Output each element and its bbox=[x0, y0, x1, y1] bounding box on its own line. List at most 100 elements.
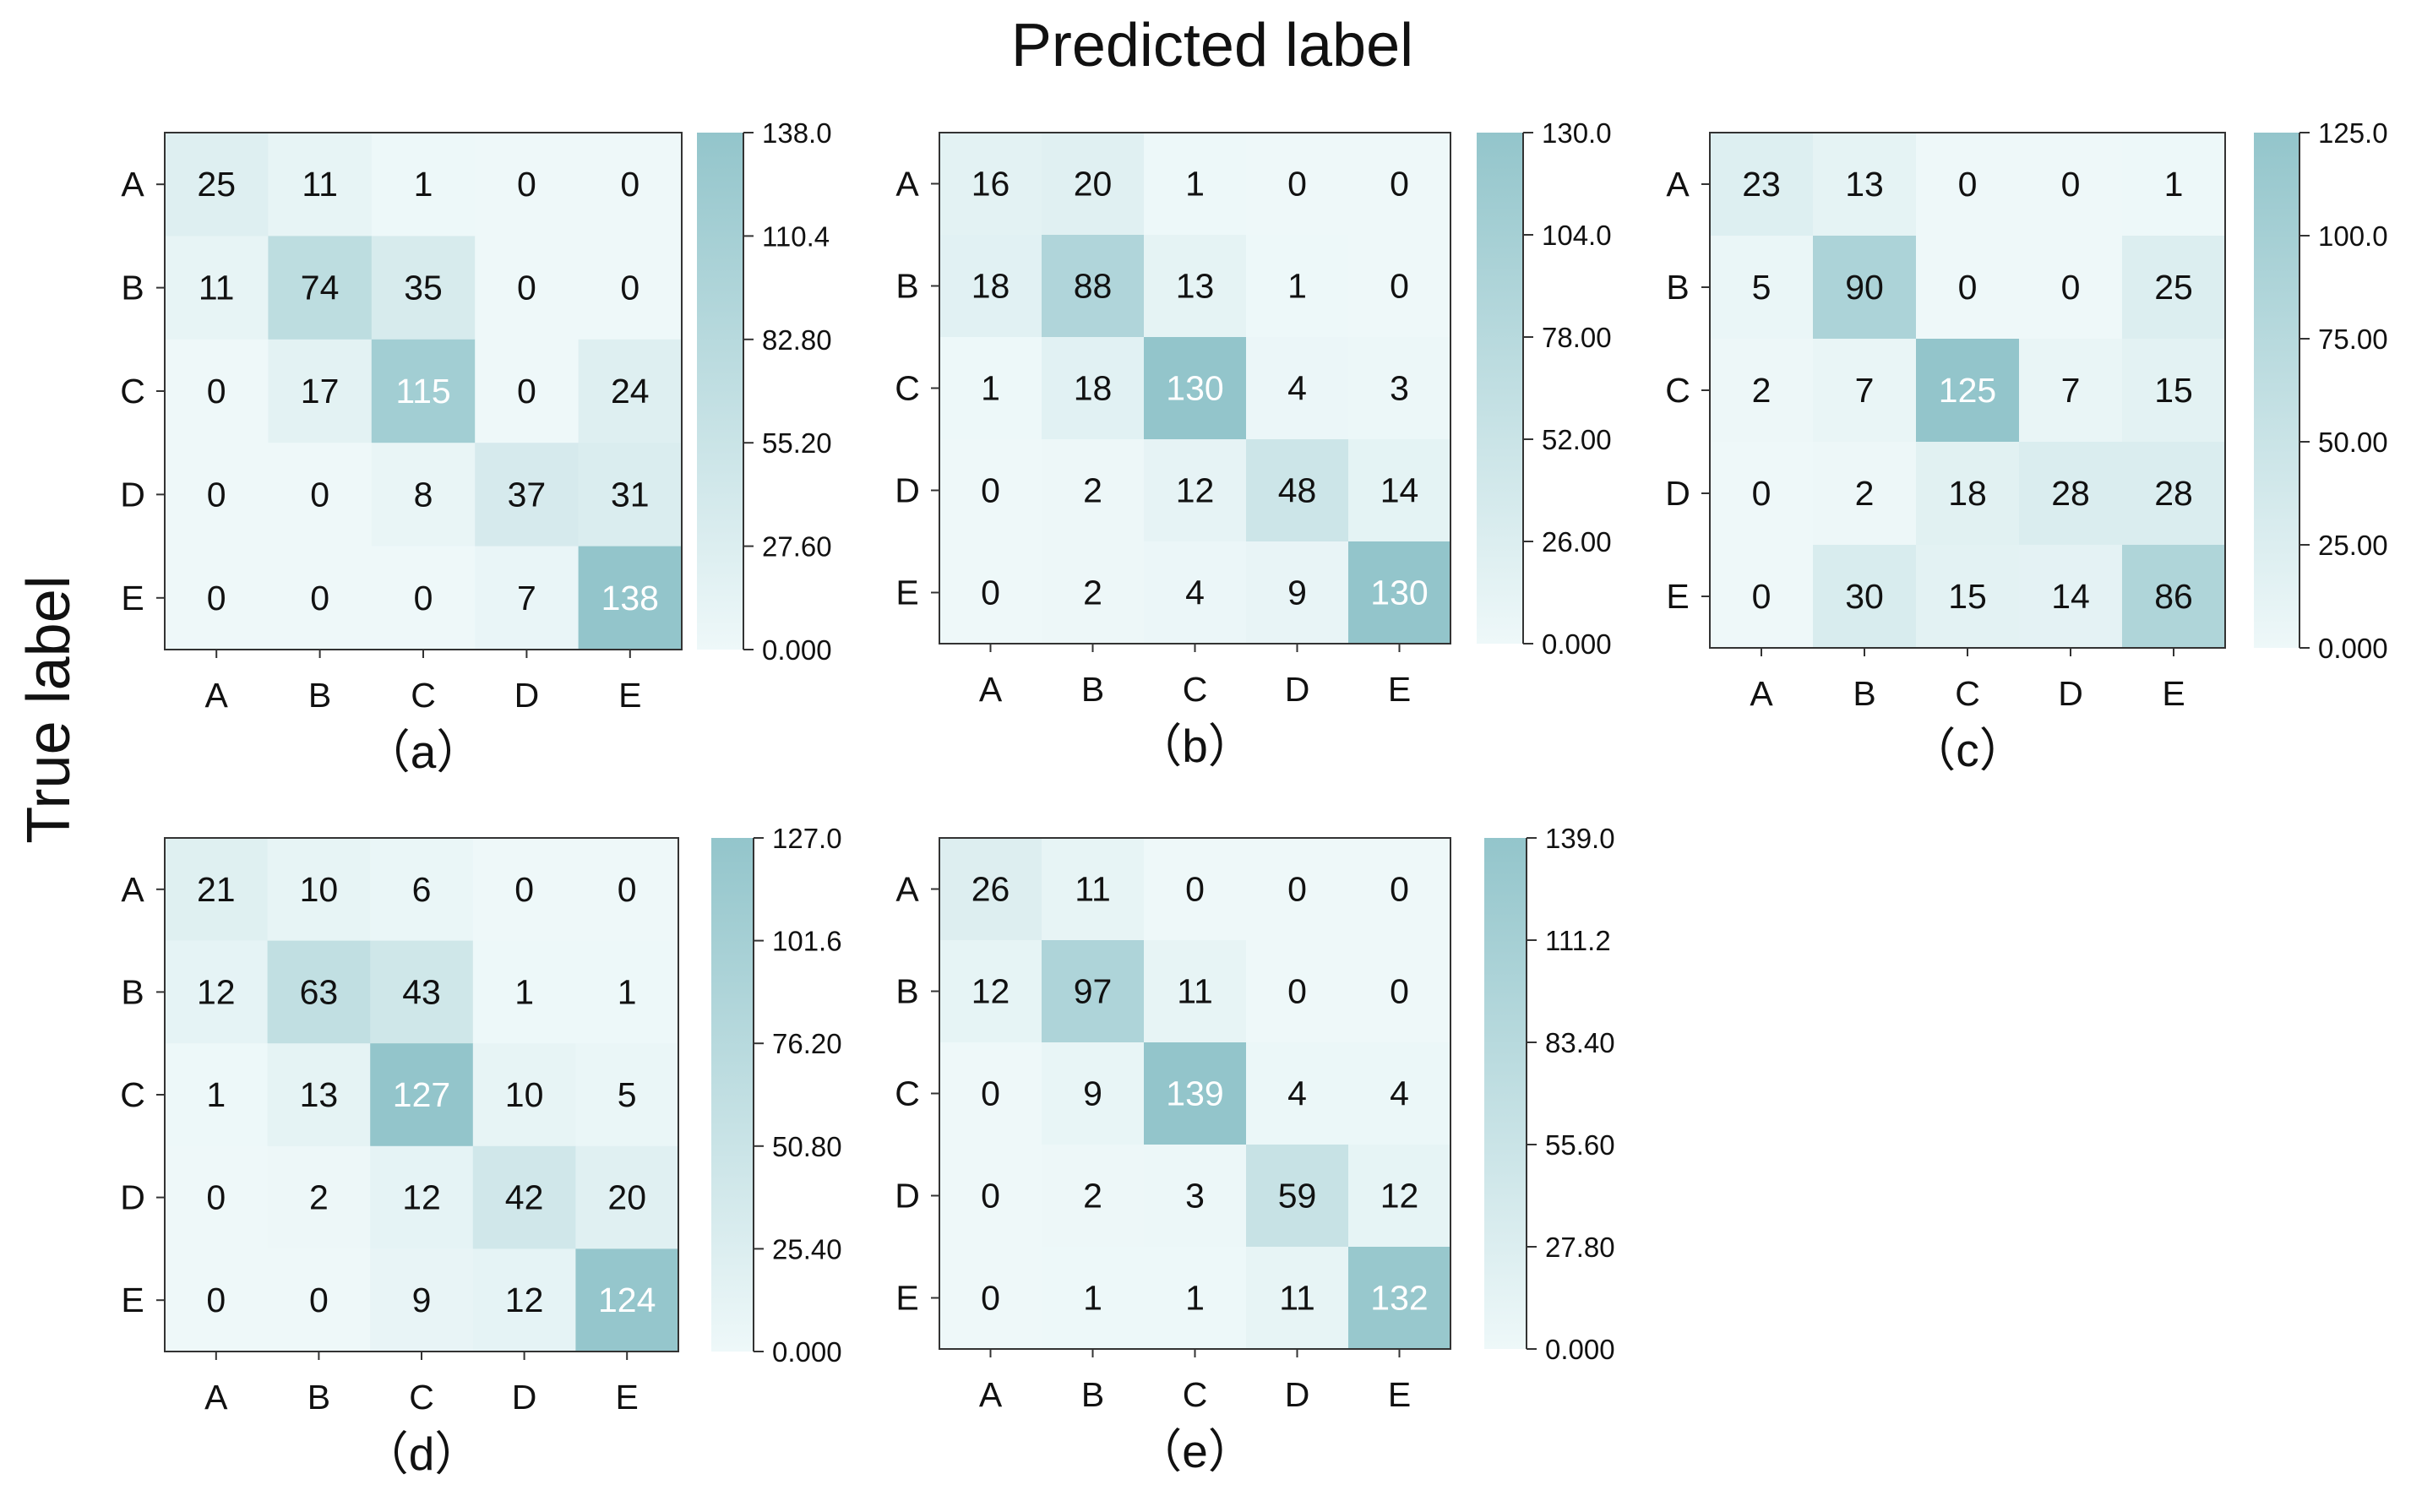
heatmap-cell bbox=[1348, 541, 1451, 645]
panel-label: （b） bbox=[1135, 720, 1254, 772]
x-tick-label: C bbox=[1183, 670, 1208, 709]
y-tick-label: A bbox=[895, 165, 919, 204]
cell-value-label: 0 bbox=[1287, 972, 1307, 1011]
heatmap-cell bbox=[1348, 1145, 1451, 1248]
heatmap-cell bbox=[475, 339, 580, 443]
cell-value-label: 18 bbox=[1948, 474, 1987, 513]
heatmap-cell bbox=[268, 133, 373, 237]
cell-value-label: 0 bbox=[310, 579, 329, 617]
heatmap-cell bbox=[2019, 545, 2123, 649]
cell-value-label: 7 bbox=[517, 579, 536, 617]
cell-value-label: 13 bbox=[1845, 165, 1884, 204]
x-tick-label: D bbox=[2058, 674, 2083, 713]
heatmap-cell bbox=[268, 339, 373, 443]
colorbar-tick-label: 127.0 bbox=[772, 823, 842, 854]
cell-value-label: 30 bbox=[1845, 577, 1884, 616]
heatmap-cell bbox=[1042, 337, 1145, 440]
y-tick-label: C bbox=[1665, 371, 1690, 410]
cell-value-label: 0 bbox=[207, 579, 226, 617]
colorbar bbox=[697, 133, 743, 650]
cell-value-label: 12 bbox=[402, 1178, 441, 1217]
x-tick-label: E bbox=[1388, 670, 1411, 709]
heatmap-cell bbox=[1042, 1247, 1145, 1350]
cell-value-label: 10 bbox=[300, 870, 339, 909]
y-tick-label: D bbox=[120, 1178, 145, 1217]
cell-value-label: 132 bbox=[1370, 1279, 1428, 1318]
cell-value-label: 0 bbox=[1390, 972, 1409, 1011]
cell-value-label: 63 bbox=[300, 972, 339, 1011]
cell-value-label: 0 bbox=[206, 1281, 226, 1319]
colorbar-tick-label: 138.0 bbox=[762, 117, 832, 149]
cell-value-label: 24 bbox=[611, 372, 650, 411]
cell-value-label: 11 bbox=[1279, 1279, 1315, 1318]
cell-value-label: 124 bbox=[598, 1281, 656, 1319]
colorbar-tick-label: 27.60 bbox=[762, 531, 832, 563]
cell-value-label: 37 bbox=[508, 475, 547, 514]
heatmap-cell bbox=[1813, 236, 1917, 340]
heatmap-cell bbox=[165, 443, 269, 547]
cell-value-label: 17 bbox=[301, 372, 340, 411]
cell-value-label: 0 bbox=[310, 475, 329, 514]
cell-value-label: 127 bbox=[393, 1075, 450, 1114]
colorbar-tick-label: 110.4 bbox=[762, 220, 830, 252]
cell-value-label: 1 bbox=[414, 165, 433, 204]
cell-value-label: 115 bbox=[395, 372, 450, 411]
cell-value-label: 0 bbox=[309, 1281, 329, 1319]
colorbar-tick-label: 100.0 bbox=[2318, 220, 2388, 252]
x-tick-label: E bbox=[2162, 674, 2185, 713]
cell-value-label: 4 bbox=[1287, 1074, 1307, 1113]
heatmap-cell bbox=[267, 940, 371, 1044]
cell-value-label: 0 bbox=[981, 574, 1000, 612]
heatmap-cell bbox=[1246, 1247, 1349, 1350]
heatmap-cell bbox=[267, 838, 371, 942]
cell-value-label: 11 bbox=[302, 165, 338, 204]
heatmap-cell bbox=[1246, 1145, 1349, 1248]
heatmap-cell bbox=[1042, 838, 1145, 941]
y-tick-label: B bbox=[121, 972, 144, 1011]
cell-value-label: 13 bbox=[300, 1075, 339, 1114]
cell-value-label: 9 bbox=[1083, 1074, 1102, 1113]
y-tick-label: E bbox=[121, 1281, 144, 1319]
cell-value-label: 3 bbox=[1185, 1177, 1205, 1216]
cell-value-label: 0 bbox=[1752, 577, 1772, 616]
heatmap-cell bbox=[165, 1248, 269, 1352]
panel-label: （d） bbox=[362, 1428, 482, 1480]
cell-value-label: 4 bbox=[1390, 1074, 1409, 1113]
heatmap-cell bbox=[1246, 838, 1349, 941]
y-tick-label: D bbox=[120, 475, 145, 514]
cell-value-label: 0 bbox=[517, 165, 536, 204]
heatmap-cell bbox=[371, 236, 476, 340]
colorbar-tick-label: 55.60 bbox=[1545, 1129, 1615, 1161]
heatmap-cell bbox=[165, 546, 269, 650]
heatmap-cell bbox=[939, 940, 1042, 1043]
heatmap-cell bbox=[1144, 1042, 1247, 1145]
colorbar-tick-label: 0.000 bbox=[772, 1336, 842, 1368]
heatmap-cell bbox=[370, 1043, 474, 1147]
cell-value-label: 0 bbox=[2061, 165, 2081, 204]
heatmap-cell bbox=[268, 546, 373, 650]
heatmap-cell bbox=[578, 339, 683, 443]
cell-value-label: 6 bbox=[412, 870, 432, 909]
cell-value-label: 7 bbox=[2061, 371, 2081, 410]
colorbar-tick-label: 0.000 bbox=[2318, 633, 2388, 664]
colorbar-tick-label: 55.20 bbox=[762, 427, 832, 459]
colorbar-tick-label: 75.00 bbox=[2318, 324, 2388, 355]
heatmap-cell bbox=[1813, 442, 1917, 546]
cell-value-label: 18 bbox=[1074, 369, 1113, 408]
colorbar-tick-label: 78.00 bbox=[1542, 322, 1612, 353]
heatmap-cell bbox=[165, 1043, 269, 1147]
x-tick-label: A bbox=[1750, 674, 1773, 713]
cell-value-label: 4 bbox=[1185, 574, 1205, 612]
cell-value-label: 35 bbox=[404, 269, 443, 307]
heatmap-cell bbox=[1916, 442, 2020, 546]
heatmap-cell bbox=[939, 235, 1042, 338]
cell-value-label: 0 bbox=[206, 1178, 226, 1217]
cell-value-label: 28 bbox=[2051, 474, 2090, 513]
colorbar-tick-label: 0.000 bbox=[1545, 1334, 1615, 1365]
cell-value-label: 0 bbox=[1390, 870, 1409, 909]
heatmap-cell bbox=[1813, 545, 1917, 649]
heatmap-cell bbox=[1144, 1247, 1247, 1350]
heatmap-cell bbox=[472, 940, 576, 1044]
cell-value-label: 1 bbox=[206, 1075, 226, 1114]
